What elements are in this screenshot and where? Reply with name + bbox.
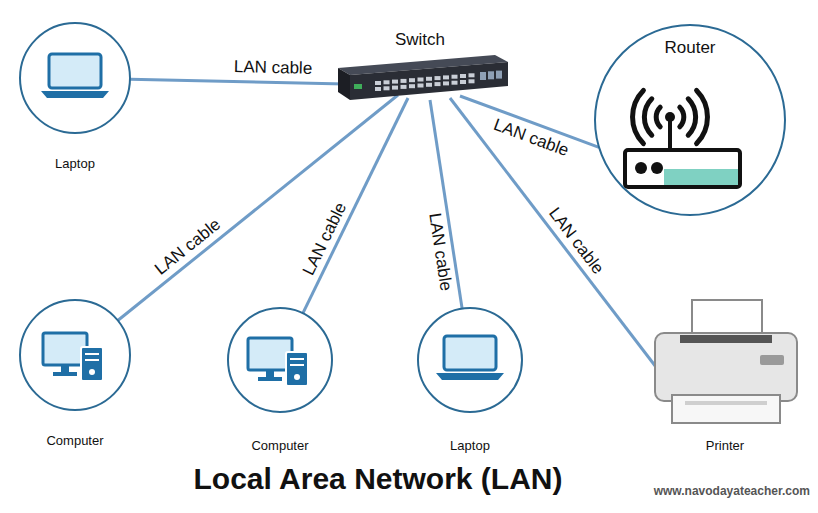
computer-node: Computer [15, 298, 135, 448]
node-label: Switch [330, 30, 510, 50]
cable-label: LAN cable [234, 58, 313, 80]
cable-label: LAN cable [544, 204, 608, 278]
node-icon [15, 20, 135, 148]
device-illustration [15, 20, 135, 148]
device-illustration [640, 295, 810, 430]
diagram-title: Local Area Network (LAN) [194, 462, 563, 496]
node-icon [640, 295, 810, 430]
node-icon [410, 306, 530, 416]
node-icon [15, 298, 135, 413]
cable-label: LAN cable [151, 215, 225, 280]
cable-label: LAN cable [424, 212, 456, 293]
computer-node: Computer [220, 306, 340, 453]
device-illustration [330, 50, 510, 110]
laptop-node: Laptop [410, 306, 530, 453]
node-label: Laptop [15, 148, 135, 171]
network-switch: Switch [330, 30, 510, 110]
watermark: www.navodayateacher.com [654, 484, 810, 498]
device-illustration [410, 306, 530, 416]
node-label: Printer [640, 430, 810, 453]
node-icon [220, 306, 340, 416]
device-illustration [15, 298, 135, 413]
node-label: Laptop [410, 416, 530, 453]
printer-node: Printer [640, 295, 810, 453]
device-illustration [220, 306, 340, 416]
node-label: Computer [220, 416, 340, 453]
node-label: Computer [15, 413, 135, 448]
node-label: Router [592, 22, 788, 58]
laptop-node: Laptop [15, 20, 135, 171]
router-node: Router [592, 22, 788, 218]
lan-cable [303, 98, 408, 313]
node-icon [330, 50, 510, 110]
